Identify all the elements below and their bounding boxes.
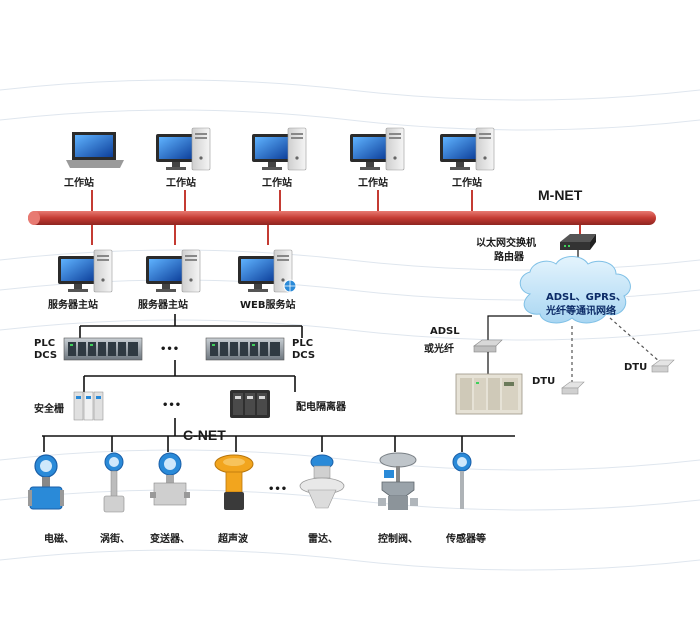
device-label-6: 控制阀、 (378, 532, 418, 545)
plc-rack-icon (205, 337, 285, 361)
control-lines (42, 314, 515, 452)
flowmeter-icon (28, 454, 64, 510)
c-net-label: C-NET (183, 427, 226, 443)
remote-plc-icon (455, 373, 523, 415)
dtu-label-right: DTU (624, 362, 647, 373)
isolator-icon (230, 390, 270, 418)
dcs-label-left: DCS (34, 350, 57, 361)
cloud-label-line1: ADSL、GPRS、 (546, 292, 626, 303)
device-label-4: 超声波 (217, 532, 249, 545)
ellipsis: ••• (160, 344, 179, 355)
cloud-label-line2: 光纤等通讯网络 (545, 304, 616, 317)
plc-label-left: PLC (34, 338, 55, 349)
temperature-sensor-icon (452, 452, 472, 509)
desktop-computer-icon (155, 127, 211, 171)
switch-label-line1: 以太网交换机 (476, 236, 536, 249)
wireless-links (571, 317, 661, 382)
device-label-3: 变送器、 (150, 532, 190, 545)
ultrasonic-sensor-icon (214, 454, 254, 510)
desktop-computer-icon (439, 127, 495, 171)
server-computer-icon (145, 249, 201, 293)
server-computer-icon (57, 249, 113, 293)
safety-barrier-icon (73, 391, 104, 421)
desktop-computer-icon (349, 127, 405, 171)
server-label-3: WEB服务站 (240, 298, 295, 311)
dtu-icon (561, 381, 585, 395)
cloud-links (487, 315, 532, 340)
workstation-label: 工作站 (262, 176, 292, 189)
web-server-icon (237, 249, 297, 293)
workstation-label: 工作站 (358, 176, 388, 189)
workstation-label: 工作站 (166, 176, 196, 189)
workstation-label: 工作站 (452, 176, 482, 189)
m-net-bus (28, 211, 656, 225)
switch-label-line2: 路由器 (494, 250, 525, 263)
device-label-2: 涡街、 (100, 532, 130, 545)
modem-icon (473, 339, 503, 353)
device-label-7: 传感器等 (445, 532, 486, 545)
isolator-label: 配电隔离器 (296, 400, 347, 413)
server-label-2: 服务器主站 (138, 298, 188, 311)
vortex-flowmeter-icon (103, 452, 125, 513)
dtu-label-left: DTU (532, 376, 555, 387)
ellipsis: ••• (162, 400, 181, 411)
workstation-drops (91, 190, 473, 212)
device-label-5: 雷达、 (308, 532, 338, 545)
desktop-computer-icon (251, 127, 307, 171)
cloud-icon (519, 256, 631, 324)
m-net-label: M-NET (538, 187, 583, 203)
workstation-label: 工作站 (64, 176, 94, 189)
ellipsis: ••• (268, 484, 287, 495)
router-icon (560, 234, 596, 250)
adsl-label-line1: ADSL (430, 326, 460, 337)
transmitter-icon (150, 452, 190, 506)
control-valve-icon (378, 452, 418, 510)
plc-label-right: PLC (292, 338, 313, 349)
plc-rack-icon (63, 337, 143, 361)
radar-level-icon (299, 454, 345, 509)
dcs-label-right: DCS (292, 350, 315, 361)
laptop-icon (66, 132, 124, 168)
server-label-1: 服务器主站 (48, 298, 98, 311)
adsl-label-line2: 或光纤 (424, 342, 454, 355)
dtu-icon (651, 359, 675, 373)
safety-barrier-label: 安全栅 (34, 402, 64, 415)
device-label-1: 电磁、 (44, 532, 74, 545)
